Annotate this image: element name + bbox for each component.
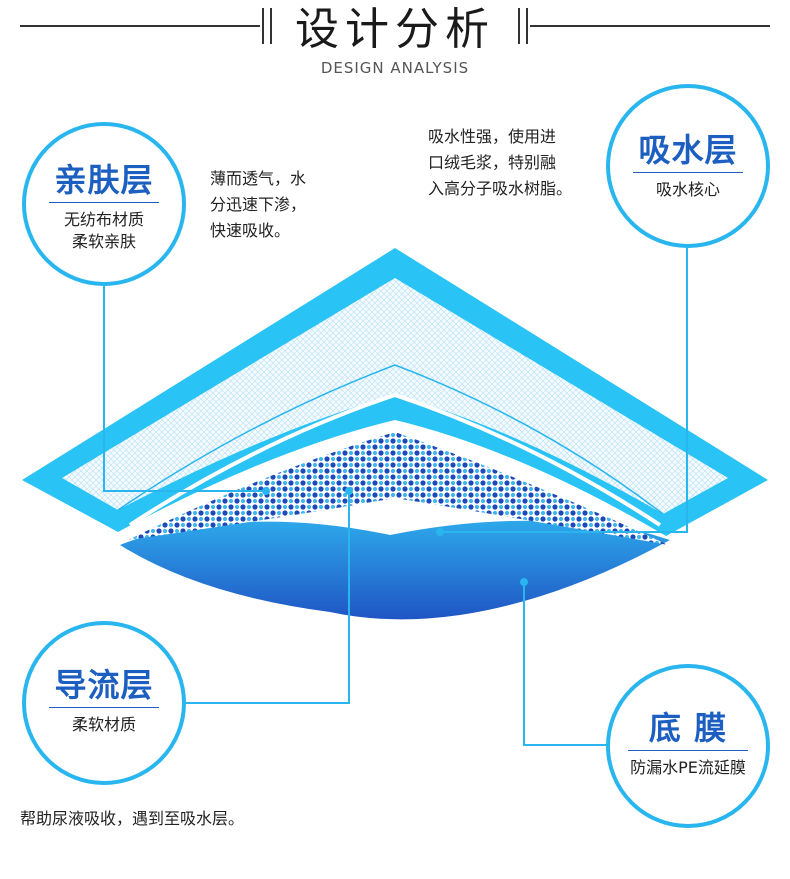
absorb-layer-rule (633, 172, 743, 173)
absorb-layer-desc: 吸水性强，使用进 口绒毛浆，特别融 入高分子吸水树脂。 (428, 124, 598, 202)
guide-layer-desc: 帮助尿液吸收，遇到至吸水层。 (20, 806, 360, 832)
bottom-film-badge: 底 膜 防漏水PE流延膜 (606, 664, 770, 828)
absorb-layer-badge: 吸水层 吸水核心 (606, 84, 770, 248)
absorbent-dot-layer (128, 432, 668, 545)
guide-wave-line (117, 364, 664, 515)
connector-skin-dot (262, 487, 270, 495)
absorb-desc-line-3: 入高分子吸水树脂。 (428, 179, 573, 198)
guide-layer-title: 导流层 (54, 666, 154, 704)
bottom-film-layer (120, 511, 670, 620)
guide-desc-line-1: 帮助尿液吸收，遇到至吸水层。 (20, 809, 245, 828)
connector-bottom (523, 582, 609, 746)
bottom-film-rule (628, 750, 748, 751)
absorb-desc-line-1: 吸水性强，使用进 (428, 127, 557, 146)
skin-layer-badge: 亲肤层 无纺布材质 柔软亲肤 (22, 122, 186, 286)
skin-layer-line-1: 无纺布材质 (63, 210, 144, 229)
skin-layer-desc: 薄而透气，水 分迅速下渗， 快速吸收。 (210, 166, 340, 244)
guide-layer-rule (49, 707, 159, 708)
skin-desc-line-2: 分迅速下渗， (210, 195, 307, 214)
skin-desc-line-3: 快速吸收。 (210, 221, 291, 240)
header-bar-left-inner (270, 8, 272, 44)
skin-desc-line-1: 薄而透气，水 (210, 169, 307, 188)
absorb-layer-title: 吸水层 (638, 131, 738, 169)
header-line-left (20, 25, 260, 27)
guide-wave-line-2 (128, 392, 662, 527)
guide-layer-badge: 导流层 柔软材质 (22, 621, 186, 785)
page-subtitle: DESIGN ANALYSIS (320, 59, 470, 77)
skin-layer-title: 亲肤层 (54, 161, 154, 199)
connector-skin (103, 284, 266, 492)
connector-absorb (440, 244, 688, 533)
connector-absorb-dot (436, 528, 444, 536)
connector-guide (184, 491, 350, 704)
header-bar-right-inner (518, 8, 520, 44)
guide-layer-line-1: 柔软材质 (71, 715, 136, 734)
connector-guide-dot (345, 487, 353, 495)
header-bar-right (526, 8, 528, 44)
header-line-right (530, 25, 770, 27)
absorb-desc-line-2: 口绒毛浆，特别融 (428, 153, 557, 172)
bottom-film-line-1: 防漏水PE流延膜 (630, 758, 746, 777)
skin-layer-line-2: 柔软亲肤 (71, 232, 136, 251)
connector-bottom-dot (520, 578, 528, 586)
absorb-layer-line-1: 吸水核心 (655, 180, 720, 199)
bottom-film-title: 底 膜 (648, 709, 728, 747)
skin-layer-rule (49, 202, 159, 203)
header-bar-left (262, 8, 264, 44)
mesh-top-layer (62, 278, 728, 514)
page-title: 设计分析 (295, 4, 495, 55)
